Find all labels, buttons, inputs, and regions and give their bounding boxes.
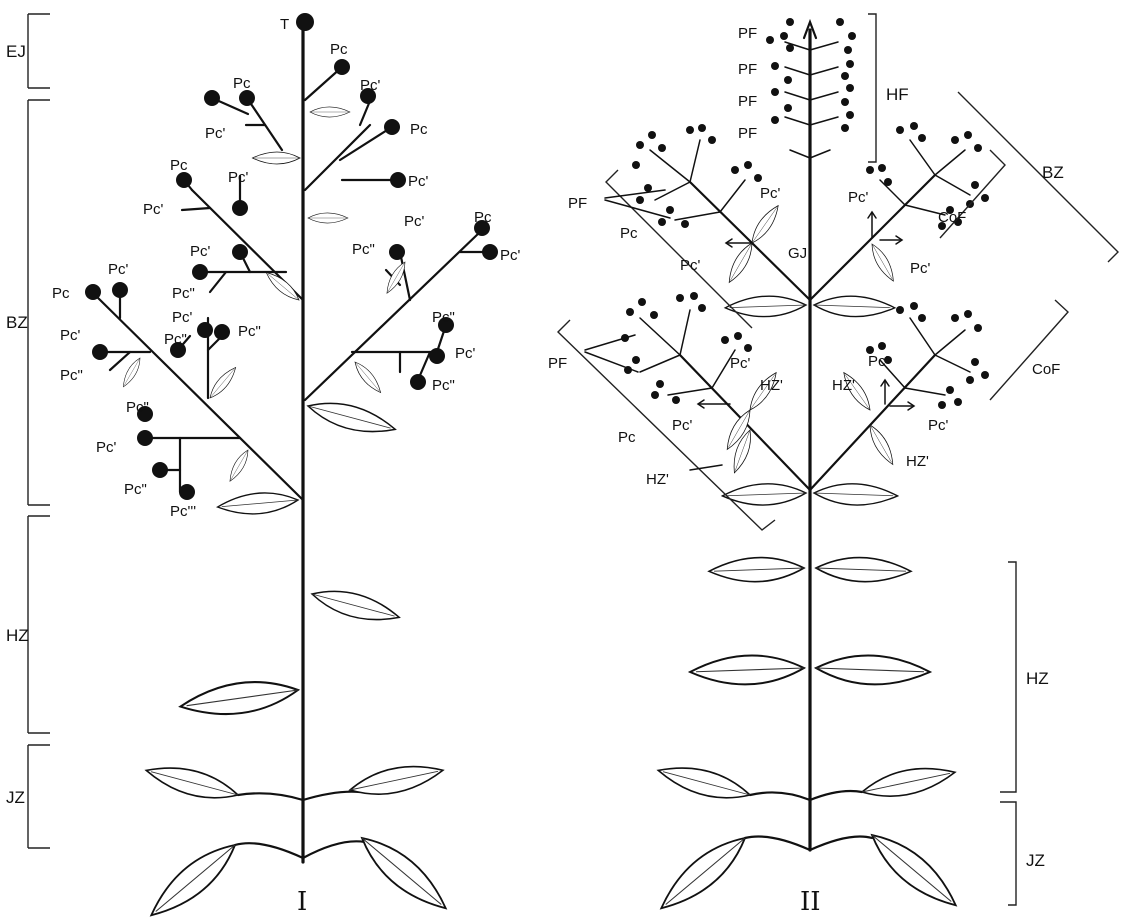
basal-leaves-II bbox=[651, 758, 966, 920]
label-pc1: Pc' bbox=[190, 243, 211, 260]
zone-label-hz-ii: HZ bbox=[1026, 669, 1049, 688]
label-pc2: Pc" bbox=[124, 481, 147, 498]
label-pc2: Pc" bbox=[164, 331, 187, 348]
right-branch-upper bbox=[303, 123, 372, 192]
label-pc2: Pc" bbox=[432, 377, 455, 394]
label-pc2: Pc" bbox=[60, 367, 83, 384]
label-pc2: Pc" bbox=[172, 285, 195, 302]
label-hz1: HZ' bbox=[646, 471, 669, 488]
label-pc: Pc bbox=[474, 209, 492, 226]
label-pc1: Pc' bbox=[172, 309, 193, 326]
leaves-I bbox=[119, 106, 410, 723]
label-pc2: Pc" bbox=[352, 241, 375, 258]
terminal-panicle bbox=[766, 18, 856, 159]
label-pc1: Pc' bbox=[408, 173, 429, 190]
panel-label-I: I bbox=[297, 887, 307, 917]
label-hz1: HZ' bbox=[832, 377, 855, 394]
right-branch-lower bbox=[303, 230, 482, 402]
label-pc1: Pc' bbox=[928, 417, 949, 434]
leader-lines bbox=[584, 189, 723, 471]
label-pc: Pc bbox=[52, 285, 70, 302]
label-pc: Pc bbox=[170, 157, 188, 174]
label-pc1: Pc' bbox=[228, 169, 249, 186]
label-hz1: HZ' bbox=[906, 453, 929, 470]
label-pc: Pc bbox=[330, 41, 348, 58]
label-pc1: Pc' bbox=[910, 260, 931, 277]
label-pc2: Pc" bbox=[126, 399, 149, 416]
label-terminal: T bbox=[280, 16, 289, 33]
zone-label-ej: EJ bbox=[6, 42, 26, 61]
label-pc1: Pc' bbox=[680, 257, 701, 274]
label-pc1: Pc' bbox=[455, 345, 476, 362]
label-pf: PF bbox=[738, 61, 757, 78]
label-pc1: Pc' bbox=[672, 417, 693, 434]
label-pc1: Pc' bbox=[404, 213, 425, 230]
label-pc1: Pc' bbox=[760, 185, 781, 202]
label-pc1: Pc' bbox=[108, 261, 129, 278]
zone-brackets-right bbox=[557, 13, 1119, 906]
right-ii-branch-upper-left bbox=[688, 180, 812, 302]
label-pc1: Pc' bbox=[143, 201, 164, 218]
plant-I: EJ BZ HZ JZ T Pc Pc' Pc Pc' Pc Pc' Pc Pc… bbox=[6, 13, 521, 921]
arrow-shoots bbox=[696, 210, 916, 411]
label-pf: PF bbox=[568, 195, 587, 212]
label-pf: PF bbox=[738, 93, 757, 110]
label-gj: GJ bbox=[788, 245, 807, 262]
label-pc1: Pc' bbox=[730, 355, 751, 372]
label-pc1: Pc' bbox=[360, 77, 381, 94]
zone-label-hz: HZ bbox=[6, 626, 29, 645]
label-cof: CoF bbox=[938, 209, 966, 226]
label-pc1: Pc' bbox=[96, 439, 117, 456]
label-pc: Pc bbox=[233, 75, 251, 92]
zone-label-hf: HF bbox=[886, 85, 909, 104]
label-cof: CoF bbox=[1032, 361, 1060, 378]
plant-II: PF PF PF PF HF BZ PF Pc Pc' Pc' GJ Pc' C… bbox=[548, 13, 1119, 920]
label-pc: Pc bbox=[618, 429, 636, 446]
flower-clusters-II bbox=[621, 122, 989, 409]
leaves-II bbox=[688, 201, 932, 688]
label-pc1: Pc' bbox=[848, 189, 869, 206]
label-pc1: Pc' bbox=[500, 247, 521, 264]
basal-leaves-I bbox=[141, 757, 456, 921]
label-pc2: Pc" bbox=[432, 309, 455, 326]
label-pc1: Pc' bbox=[205, 125, 226, 142]
label-pc: Pc bbox=[620, 225, 638, 242]
label-pf: PF bbox=[548, 355, 567, 372]
label-pc: Pc bbox=[410, 121, 428, 138]
label-pc3: Pc''' bbox=[170, 503, 196, 520]
zone-label-bz-ii: BZ bbox=[1042, 163, 1064, 182]
zone-label-jz: JZ bbox=[6, 788, 25, 807]
label-pc1: Pc' bbox=[868, 353, 889, 370]
zone-label-bz: BZ bbox=[6, 313, 28, 332]
label-hz1: HZ' bbox=[760, 377, 783, 394]
zone-label-jz-ii: JZ bbox=[1026, 851, 1045, 870]
label-pf: PF bbox=[738, 125, 757, 142]
terminal-flower bbox=[296, 13, 314, 31]
label-pc1: Pc' bbox=[60, 327, 81, 344]
flower-dots-I bbox=[85, 59, 498, 500]
label-pc2: Pc" bbox=[238, 323, 261, 340]
panel-label-II: II bbox=[800, 887, 821, 917]
label-pf: PF bbox=[738, 25, 757, 42]
left-branch-lower bbox=[90, 290, 305, 502]
zone-brackets-left bbox=[27, 13, 50, 849]
right-ii-branch-lower-right bbox=[808, 353, 937, 492]
